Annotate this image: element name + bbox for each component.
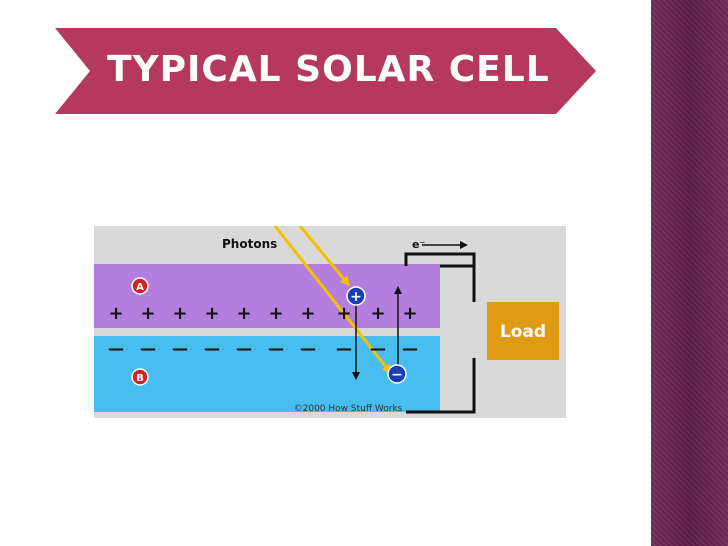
layer-a-p-type bbox=[94, 264, 440, 328]
photons-label: Photons bbox=[222, 237, 277, 251]
hole-symbol: + bbox=[350, 289, 362, 305]
solar-cell-diagram: e⁻ Load Photons + + + + + + + + + + — — … bbox=[94, 226, 566, 418]
positive-charge: + bbox=[204, 303, 219, 324]
negative-charge: — bbox=[402, 339, 418, 358]
negative-charge: — bbox=[172, 339, 188, 358]
negative-charge: — bbox=[300, 339, 316, 358]
positive-charge: + bbox=[236, 303, 251, 324]
electron-badge bbox=[387, 364, 407, 384]
hole-badge bbox=[346, 286, 366, 306]
negative-charge: — bbox=[108, 339, 124, 358]
layer-a-badge bbox=[131, 277, 149, 295]
positive-charge: + bbox=[140, 303, 155, 324]
layer-a-label: A bbox=[136, 282, 144, 293]
slide-title: TYPICAL SOLAR CELL bbox=[107, 49, 550, 90]
positive-charge: + bbox=[108, 303, 123, 324]
decorative-side-panel bbox=[651, 0, 728, 546]
layer-b-label: B bbox=[136, 373, 144, 384]
negative-charge: — bbox=[140, 339, 156, 358]
negative-charge: — bbox=[204, 339, 220, 358]
positive-charge: + bbox=[336, 303, 351, 324]
negative-charge: — bbox=[370, 339, 386, 358]
photon-ray-1 bbox=[273, 226, 392, 375]
positive-charge: + bbox=[300, 303, 315, 324]
negative-charge-row: — — — — — — — — — — bbox=[108, 339, 418, 358]
positive-charge: + bbox=[402, 303, 417, 324]
circuit-wire-lower bbox=[406, 358, 476, 414]
electron-flow-label: e⁻ bbox=[412, 238, 425, 251]
photon-ray-2 bbox=[298, 226, 350, 287]
positive-charge: + bbox=[268, 303, 283, 324]
negative-charge: — bbox=[336, 339, 352, 358]
banner-arrow-shape bbox=[55, 28, 596, 114]
positive-charge: + bbox=[370, 303, 385, 324]
copyright-text: ©2000 How Stuff Works bbox=[294, 404, 403, 414]
load-box bbox=[487, 302, 559, 360]
circuit-wire-upper bbox=[404, 252, 476, 302]
electron-symbol: − bbox=[391, 367, 403, 383]
positive-charge-row: + + + + + + + + + + bbox=[108, 303, 417, 324]
load-label: Load bbox=[500, 322, 546, 342]
positive-charge: + bbox=[172, 303, 187, 324]
title-banner bbox=[55, 28, 596, 114]
negative-charge: — bbox=[236, 339, 252, 358]
negative-charge: — bbox=[268, 339, 284, 358]
layer-b-badge bbox=[131, 368, 149, 386]
